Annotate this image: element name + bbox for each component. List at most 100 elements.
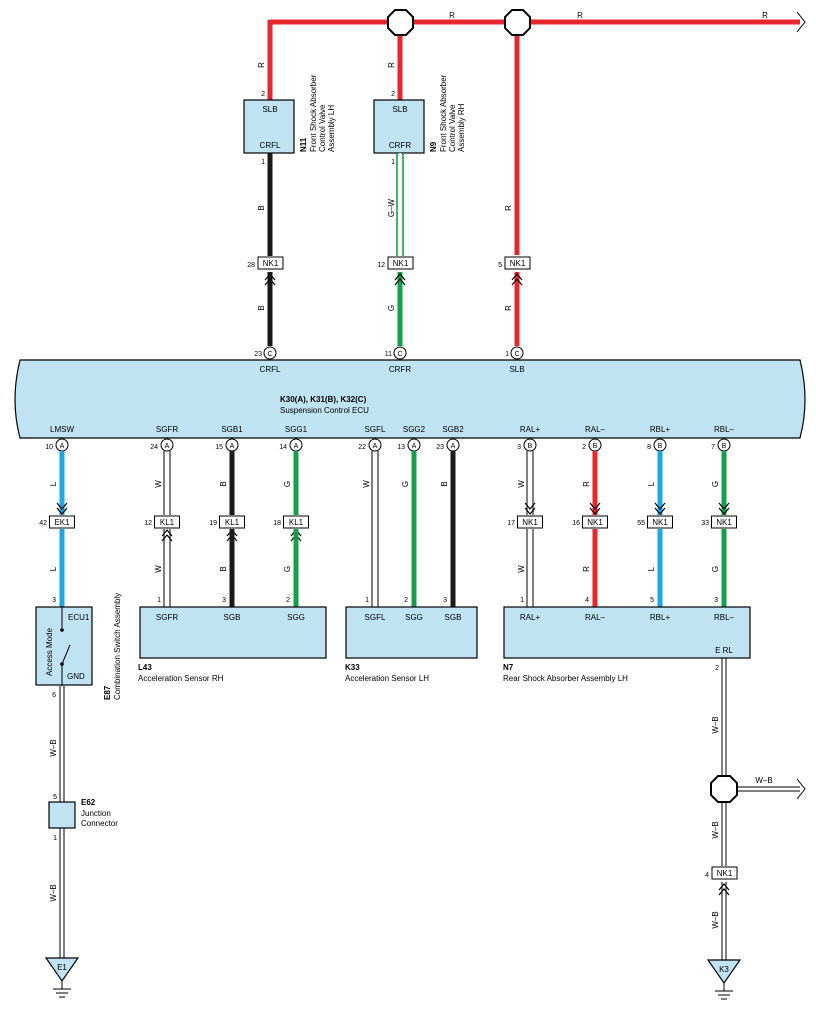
pin-number: 2 [582, 444, 586, 451]
wire-color-label: G [387, 305, 396, 311]
terminal-label: SGG [405, 613, 423, 622]
connector-id: A [373, 443, 378, 450]
connector-id: B [528, 443, 533, 450]
wire-color-label: W–B [711, 821, 720, 838]
component-name: Junction [81, 809, 111, 818]
pin-number: 2 [261, 91, 265, 98]
pin-number: 2 [286, 597, 290, 604]
component-l43: SGFR SGB SGG L43 Acceleration Sensor RH [138, 606, 327, 683]
pin-number: 19 [209, 520, 217, 527]
connector-label: NK1 [522, 518, 538, 527]
ecu-terminal-label: SGG2 [403, 425, 426, 434]
connector-label: NK1 [263, 259, 279, 268]
pin-number: 13 [397, 444, 405, 451]
junction-octagon-1 [387, 9, 414, 36]
pin-number: 28 [247, 262, 255, 269]
component-k33: SGFL SGG SGB K33 Acceleration Sensor LH [345, 606, 478, 683]
connector-id: A [230, 443, 235, 450]
pin-number: 4 [705, 872, 709, 879]
wire-color-label: G [283, 481, 292, 487]
ecu-terminal-label: SLB [509, 365, 524, 374]
wire-color-label: W–B [711, 911, 720, 928]
terminal-label: RAL– [585, 613, 606, 622]
bus-wire-label: R [762, 11, 768, 20]
component-n11: 2 SLB CRFL 1 N11 Front Shock Absorber Co… [243, 74, 336, 166]
pin-number: 3 [714, 597, 718, 604]
ecu-terminal-label: SGB1 [221, 425, 243, 434]
suspension-control-ecu: CRFL CRFR SLB K30(A), K31(B), K32(C) Sus… [14, 359, 806, 439]
component-name: Connector [81, 819, 118, 828]
wire-color-label: G [401, 481, 410, 487]
terminal-label: SGFR [156, 613, 178, 622]
terminal-label: SLB [392, 105, 407, 114]
component-name: Rear Shock Absorber Assembly LH [503, 674, 628, 683]
pin-number: 5 [650, 597, 654, 604]
wire-color-label: W–B [711, 716, 720, 733]
wire-color-label: W [362, 480, 371, 488]
component-name: Control Valve [448, 104, 457, 152]
wire-color-label: R [387, 62, 396, 68]
ecu-terminal-label: RAL– [585, 425, 606, 434]
wire-color-label: W [154, 480, 163, 488]
pin-number: 1 [53, 835, 57, 842]
pin-number: 5 [498, 262, 502, 269]
bus-wire-label: R [577, 11, 583, 20]
terminal-label: GND [67, 672, 85, 681]
pin-number: 7 [711, 444, 715, 451]
connector-label: EK1 [54, 518, 70, 527]
terminal-label: SGFL [365, 613, 386, 622]
pin-number: 3 [52, 597, 56, 604]
pin-number: 5 [53, 794, 57, 801]
wire-color-label: R [582, 481, 591, 487]
wire-color-label: W [154, 565, 163, 573]
terminal-label: SLB [262, 105, 277, 114]
connector-id: A [451, 443, 456, 450]
component-name: Acceleration Sensor RH [138, 674, 224, 683]
terminal-label: CRFL [260, 141, 281, 150]
pin-number: 2 [391, 91, 395, 98]
component-name: Assembly LH [327, 105, 336, 152]
ecu-terminal-label: SGB2 [442, 425, 464, 434]
component-n7: RAL+ RAL– RBL+ RBL– E RL 2 N7 Rear Shock… [503, 606, 751, 683]
connector-id: C [514, 351, 519, 358]
pin-number: 22 [358, 444, 366, 451]
terminal-label: RAL+ [520, 613, 541, 622]
pin-number: 1 [391, 159, 395, 166]
ecu-terminal-label: CRFL [260, 365, 281, 374]
component-code: L43 [138, 663, 152, 672]
ecu-terminal-label: SGG1 [285, 425, 308, 434]
component-name: Combination Switch Assembly [113, 593, 122, 700]
bus-wire-label: R [449, 11, 455, 20]
ecu-terminal-label: CRFR [389, 365, 411, 374]
connector-id: A [294, 443, 299, 450]
wire-color-label: R [582, 566, 591, 572]
pin-number: 24 [150, 444, 158, 451]
pin-number: 8 [647, 444, 651, 451]
pin-number: 1 [261, 159, 265, 166]
pin-number: 55 [637, 520, 645, 527]
ecu-terminal-label: RAL+ [520, 425, 541, 434]
connector-label: NK1 [393, 259, 409, 268]
pin-number: 1 [520, 597, 524, 604]
pin-number: 18 [273, 520, 281, 527]
terminal-label: CRFR [389, 141, 411, 150]
pin-number: 4 [585, 597, 589, 604]
upper-wire-crfr: G–W 12 NK1 G 11 C [377, 153, 414, 360]
pin-number: 3 [222, 597, 226, 604]
terminal-label: SGB [224, 613, 241, 622]
connector-label: NK1 [716, 518, 732, 527]
wire-color-label: G [283, 566, 292, 572]
connector-label: NK1 [717, 869, 733, 878]
wire-color-label: W–B [49, 884, 58, 901]
wire-color-label: R [504, 305, 513, 311]
connector-label: NK1 [587, 518, 603, 527]
component-e62: 5 1 E62 Junction Connector W–B [48, 794, 118, 958]
connector-label: KL1 [289, 518, 304, 527]
